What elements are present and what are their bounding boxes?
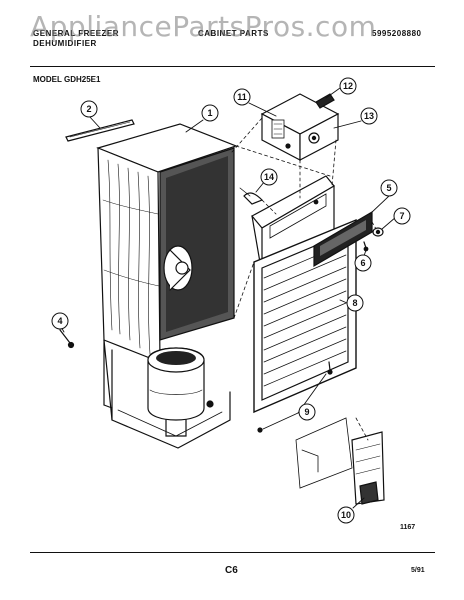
callout-label-12: 12 xyxy=(343,81,353,91)
part-compressor xyxy=(147,347,214,437)
callout-circle-2 xyxy=(80,100,98,118)
header-line2: DEHUMIDIFIER xyxy=(33,39,97,48)
callout-label-1: 1 xyxy=(207,108,212,118)
callout-label-5: 5 xyxy=(386,183,391,193)
header-center: CABINET PARTS xyxy=(198,29,269,38)
part-screw-4 xyxy=(59,329,75,349)
page-code: C6 xyxy=(225,565,238,576)
part-screw-6 xyxy=(363,241,369,252)
header-part-no: 5995208880 xyxy=(372,29,422,38)
drawing-number: 1167 xyxy=(400,524,416,531)
callout-label-2: 2 xyxy=(86,104,91,114)
callout-label-13: 13 xyxy=(364,111,374,121)
callout-label-4: 4 xyxy=(57,316,62,326)
callout-circle-8 xyxy=(346,294,364,312)
callout-circle-6 xyxy=(354,254,372,272)
callout-circle-9 xyxy=(298,403,316,421)
part-top-trim xyxy=(65,119,135,142)
callout-label-6: 6 xyxy=(360,258,365,268)
callout-label-11: 11 xyxy=(237,92,247,102)
footer-rule xyxy=(30,552,435,553)
part-control-assembly xyxy=(260,93,340,161)
part-screws-9 xyxy=(257,361,333,433)
callout-circle-4 xyxy=(51,312,69,330)
callout-circle-7 xyxy=(393,207,411,225)
callout-circle-10 xyxy=(337,506,355,524)
callout-label-14: 14 xyxy=(264,172,274,182)
callout-label-10: 10 xyxy=(341,510,351,520)
callout-label-8: 8 xyxy=(352,298,357,308)
part-front-grille xyxy=(253,218,357,414)
part-knob-7 xyxy=(372,227,384,237)
callout-label-7: 7 xyxy=(399,211,404,221)
part-base-frame xyxy=(103,339,231,449)
header-rule xyxy=(30,66,435,67)
footer-date: 5/91 xyxy=(411,567,425,574)
header-line1: GENERAL FREEZER xyxy=(33,29,120,38)
watermark: AppliancePartsPros.com xyxy=(30,10,377,43)
part-cabinet xyxy=(96,123,238,363)
callout-label-9: 9 xyxy=(304,407,309,417)
callout-circle-13 xyxy=(360,107,378,125)
callout-circle-14 xyxy=(260,168,278,186)
part-bracket-10 xyxy=(295,417,385,505)
callout-circle-12 xyxy=(339,77,357,95)
callout-circle-1 xyxy=(201,104,219,122)
part-connector-14 xyxy=(239,187,264,205)
model-label: MODEL GDH25E1 xyxy=(33,75,101,84)
callout-circle-5 xyxy=(380,179,398,197)
callout-circle-11 xyxy=(233,88,251,106)
part-filter-5 xyxy=(313,210,373,268)
